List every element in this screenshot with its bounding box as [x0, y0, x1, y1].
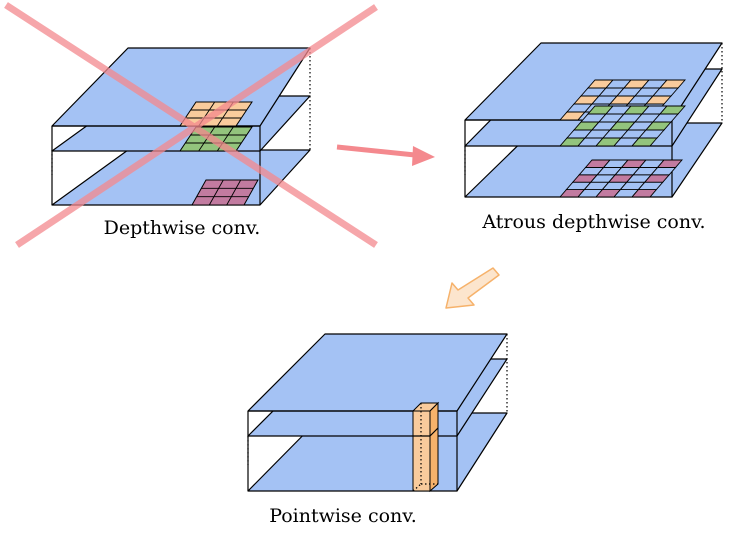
atrous-kernel-cell [656, 159, 683, 168]
atrous-kernel-cell [659, 79, 686, 89]
pointwise-caption: Pointwise conv. [269, 505, 417, 527]
pointwise-column [411, 401, 440, 493]
atrous-caption: Atrous depthwise conv. [481, 211, 705, 233]
pointwise-block: Pointwise conv. [247, 333, 508, 527]
atrous-green-grid [559, 105, 686, 147]
atrous-block: Atrous depthwise conv. [464, 42, 723, 233]
atrous-kernel-cell [659, 105, 686, 115]
arrow-right-icon [336, 144, 435, 166]
depthwise-caption: Depthwise conv. [104, 217, 261, 239]
atrous-purple-grid [559, 159, 683, 198]
x-cross-icon [4, 2, 378, 248]
depthwise-purple-kernel [191, 179, 259, 206]
arrow-down-left-icon [445, 267, 500, 309]
depthwise-block: Depthwise conv. [4, 2, 378, 248]
